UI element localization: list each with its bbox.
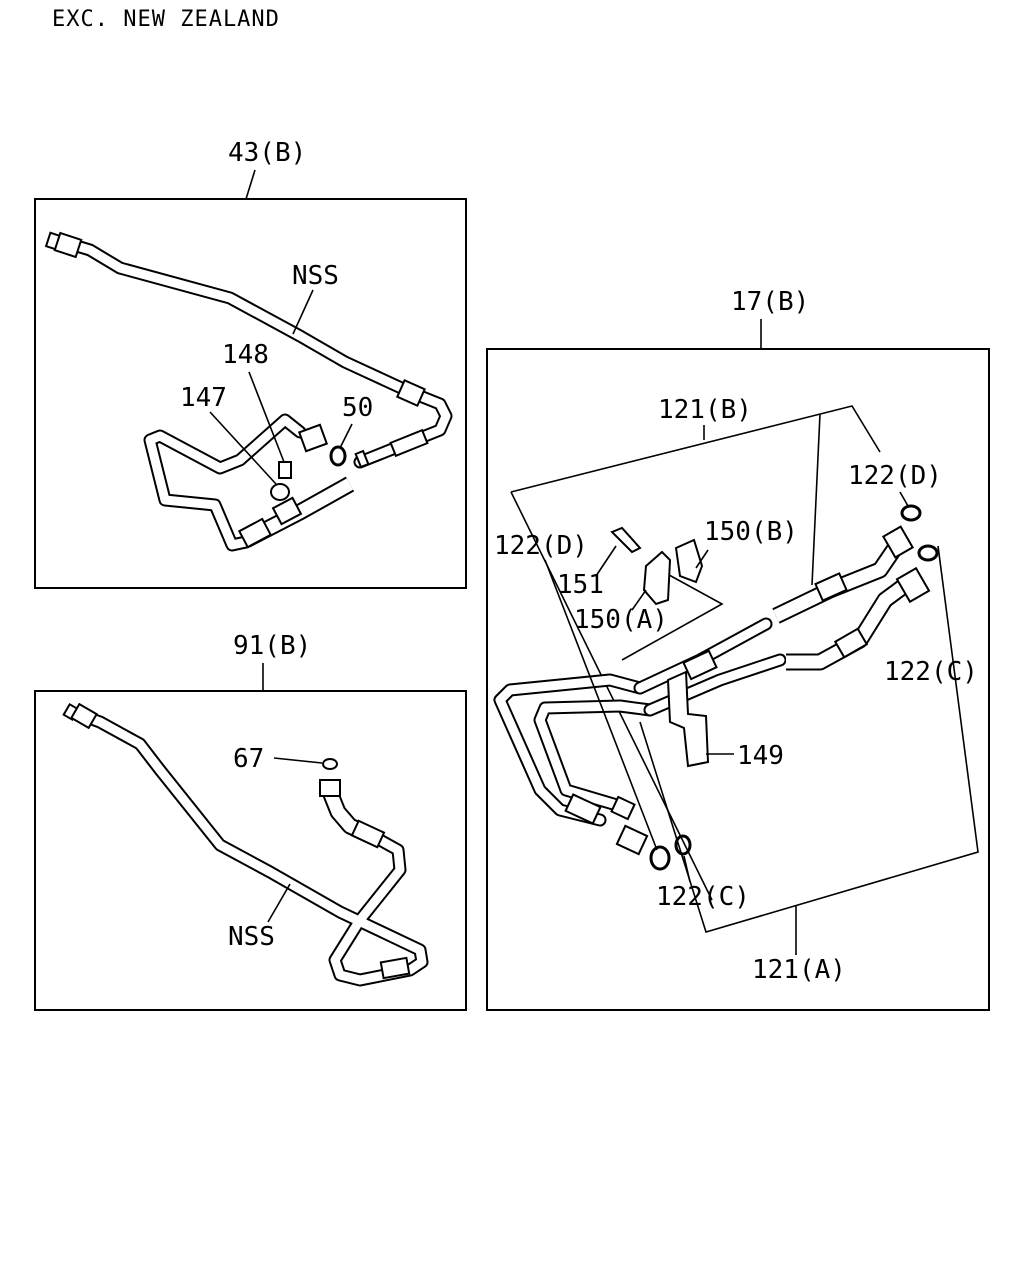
group-91b-frame <box>34 690 467 1011</box>
group-43b-frame <box>34 198 467 589</box>
oring-122d-top <box>900 504 922 522</box>
leader-151 <box>595 545 617 577</box>
group-91b: 91(B) 67 NSS <box>34 631 467 1011</box>
pipe-121 <box>493 525 931 856</box>
pipe-lower-43b <box>143 413 355 552</box>
label-150b[interactable]: 150(B) <box>704 517 798 547</box>
leader-nss-upper <box>292 289 314 335</box>
oring-122c-bottom <box>674 834 692 856</box>
leader-148 <box>248 371 285 463</box>
label-147[interactable]: 147 <box>180 383 227 413</box>
label-122c-bottom[interactable]: 122(C) <box>656 882 750 912</box>
leader-122c-bottom <box>683 855 691 883</box>
part-50-oring <box>329 445 347 467</box>
outline-121b-left <box>510 491 713 901</box>
outline-bracket-area <box>621 569 724 661</box>
label-122d-left[interactable]: 122(D) <box>494 531 588 561</box>
group-17b-frame <box>486 348 990 1011</box>
part-67-washer <box>322 758 338 770</box>
outline-121b <box>510 405 881 493</box>
group-17b: 17(B) <box>486 287 990 1011</box>
label-121b[interactable]: 121(B) <box>658 395 752 425</box>
part-150a-clamp <box>642 550 672 606</box>
label-50[interactable]: 50 <box>342 393 373 423</box>
part-150b-clamp <box>674 538 704 584</box>
part-151-bolt <box>610 526 642 554</box>
leader-nss-lower <box>267 883 291 923</box>
oring-122c-right <box>917 544 939 562</box>
label-121a[interactable]: 121(A) <box>752 955 846 985</box>
group-43b-leader <box>245 169 256 200</box>
label-67[interactable]: 67 <box>233 744 264 774</box>
group-43b-ref[interactable]: 43(B) <box>228 138 306 168</box>
outline-121b-inner <box>811 413 821 586</box>
label-149[interactable]: 149 <box>737 741 784 771</box>
header-title: EXC. NEW ZEALAND <box>52 7 280 32</box>
label-122c-right[interactable]: 122(C) <box>884 657 978 687</box>
oring-122d-bottom <box>649 845 671 871</box>
leader-147 <box>209 411 277 485</box>
label-nss-lower[interactable]: NSS <box>228 922 275 952</box>
part-147-fitting <box>270 483 290 501</box>
group-17b-ref[interactable]: 17(B) <box>731 287 809 317</box>
leader-67 <box>273 757 323 764</box>
leader-150a <box>631 589 647 611</box>
outline-121a <box>639 545 979 933</box>
label-nss-upper[interactable]: NSS <box>292 261 339 291</box>
leader-122d-left <box>544 559 658 851</box>
part-148-nipple <box>278 461 292 479</box>
group-43b: 43(B) NSS 148 14 <box>34 138 467 589</box>
label-150a[interactable]: 150(A) <box>574 605 668 635</box>
leader-50 <box>339 423 353 449</box>
pipe-nss-lower <box>62 702 429 987</box>
part-149-bracket <box>666 670 710 768</box>
label-148[interactable]: 148 <box>222 340 269 370</box>
leader-122d-top <box>899 491 909 507</box>
label-122d-top[interactable]: 122(D) <box>848 461 942 491</box>
leader-150b <box>695 549 709 569</box>
pipe-nss-upper <box>44 231 453 469</box>
group-91b-ref[interactable]: 91(B) <box>233 631 311 661</box>
